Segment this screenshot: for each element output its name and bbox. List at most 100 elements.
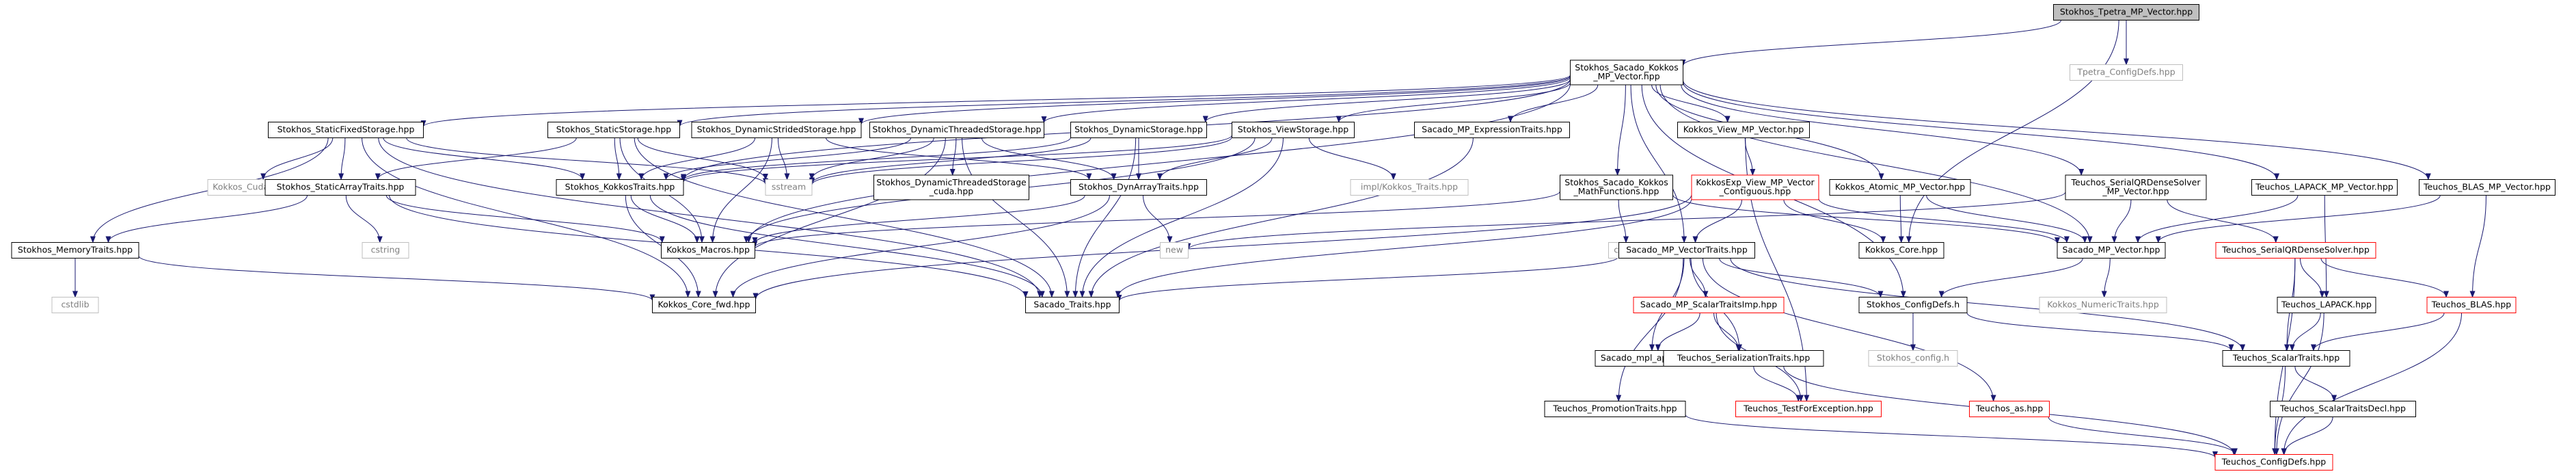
- node-mp-scalar-imp[interactable]: Sacado_MP_ScalarTraitsImp.hpp: [1633, 297, 1785, 313]
- edge-kokkosexp_view-to-kokkos_core: [1783, 199, 1886, 243]
- edge-static_fixed-to-static_array: [338, 137, 346, 181]
- node-box: [2215, 242, 2376, 259]
- edge-kokkosexp_view-to-mp_vector_traits: [1692, 199, 1742, 243]
- node-label: new: [1165, 245, 1183, 255]
- node-box: [1350, 179, 1469, 196]
- node-atomic-mpv[interactable]: Kokkos_Atomic_MP_Vector.hpp: [1829, 179, 1971, 196]
- node-box: [1868, 350, 1958, 367]
- edge-dyn_threaded-to-sacado_traits: [962, 137, 1070, 298]
- node-kokkos-core-fwd[interactable]: Kokkos_Core_fwd.hpp: [652, 297, 756, 313]
- node-blas-mpv[interactable]: Teuchos_BLAS_MP_Vector.hpp: [2419, 179, 2555, 196]
- edge-teuchos_scalar-to-teuchos_scalar_decl: [2294, 366, 2337, 402]
- node-static-array[interactable]: Stokhos_StaticArrayTraits.hpp: [265, 179, 416, 196]
- node-sacado-traits[interactable]: Sacado_Traits.hpp: [1025, 297, 1120, 313]
- node-kokkosexp-view[interactable]: KokkosExp_View_MP_Vector_Contiguous.hpp: [1691, 174, 1819, 200]
- edge-sacado_kokkos_mpv-to-kokkos_view_mpv: [1651, 84, 1731, 123]
- edge-kokkos_view_mpv-to-kokkosexp_view: [1744, 137, 1756, 176]
- node-label: Stokhos_Tpetra_MP_Vector.hpp: [2060, 7, 2193, 17]
- node-kokkos-traits[interactable]: Stokhos_KokkosTraits.hpp: [556, 179, 684, 196]
- node-box: [652, 297, 756, 313]
- node-kokkos-core[interactable]: Kokkos_Core.hpp: [1858, 242, 1944, 259]
- edge-teuchos_blas-to-teuchos_scalar: [2311, 313, 2445, 352]
- edge-sacado_kokkos_mpv-to-static_storage: [677, 75, 1571, 127]
- node-teuchos-promotion[interactable]: Teuchos_PromotionTraits.hpp: [1544, 401, 1686, 417]
- node-root[interactable]: Stokhos_Tpetra_MP_Vector.hpp: [2053, 4, 2199, 21]
- node-box: [1070, 179, 1207, 196]
- edge-dyn_array-to-new: [1143, 195, 1173, 243]
- node-stokhos-configdefs[interactable]: Stokhos_ConfigDefs.h: [1858, 297, 1968, 313]
- node-teuchos-as[interactable]: Teuchos_as.hpp: [1969, 401, 2050, 417]
- node-static-storage[interactable]: Stokhos_StaticStorage.hpp: [547, 122, 680, 138]
- edge-mp_expr-to-sacado_traits: [1088, 137, 1474, 298]
- node-box: [2039, 297, 2167, 313]
- node-label: Stokhos_ViewStorage.hpp: [1238, 124, 1348, 135]
- node-box: [1618, 242, 1755, 259]
- node-sacado-mpv[interactable]: Sacado_MP_Vector.hpp: [2057, 242, 2166, 259]
- node-box: [11, 242, 139, 259]
- node-label: Teuchos_ConfigDefs.hpp: [2221, 457, 2326, 467]
- node-math-functions[interactable]: Stokhos_Sacado_Kokkos_MathFunctions.hpp: [1560, 174, 1673, 200]
- node-label: _cuda.hpp: [929, 186, 973, 196]
- node-label: Teuchos_ScalarTraitsDecl.hpp: [2279, 404, 2406, 414]
- node-box: [1663, 350, 1824, 367]
- node-kokkos-view-mpv[interactable]: Kokkos_View_MP_Vector.hpp: [1677, 122, 1810, 138]
- edge-dyn_array-to-kokkos_macros: [752, 195, 1085, 244]
- edge-lapack_mpv-to-sacado_mpv: [2135, 195, 2299, 243]
- node-dyn-threaded[interactable]: Stokhos_DynamicThreadedStorage.hpp: [869, 122, 1044, 138]
- node-teuchos-serialization[interactable]: Teuchos_SerializationTraits.hpp: [1663, 350, 1824, 367]
- edge-math_functions-to-kokkos_macros: [752, 191, 1560, 248]
- node-sacado-kokkos-mpv[interactable]: Stokhos_Sacado_Kokkos_MP_Vector.hpp: [1570, 60, 1683, 85]
- node-lapack-mpv[interactable]: Teuchos_LAPACK_MP_Vector.hpp: [2251, 179, 2398, 196]
- node-box: [1544, 401, 1686, 417]
- edge-sacado_kokkos_mpv-to-view_storage: [1336, 82, 1571, 123]
- edge-mp_vector_traits-to-teuchos_promotion: [1616, 258, 1684, 402]
- node-box: [1829, 179, 1971, 196]
- node-box: [2053, 4, 2199, 21]
- node-teuchos-scalar[interactable]: Teuchos_ScalarTraits.hpp: [2222, 350, 2350, 367]
- node-label: Sacado_MP_VectorTraits.hpp: [1626, 245, 1748, 255]
- edge-sacado_kokkos_mpv-to-dyn_threaded: [1041, 77, 1571, 124]
- node-box: [661, 242, 755, 259]
- node-serial-qr-mpv[interactable]: Teuchos_SerialQRDenseSolver_MP_Vector.hp…: [2065, 174, 2207, 200]
- edge-static_storage-to-sacado_traits: [634, 137, 1055, 298]
- node-box: [1160, 242, 1189, 259]
- node-memory-traits[interactable]: Stokhos_MemoryTraits.hpp: [11, 242, 139, 259]
- node-label: Stokhos_DynamicStorage.hpp: [1074, 124, 1203, 135]
- node-label: Kokkos_NumericTraits.hpp: [2047, 300, 2159, 310]
- node-dyn-storage[interactable]: Stokhos_DynamicStorage.hpp: [1070, 122, 1207, 138]
- node-box: [1570, 60, 1683, 85]
- edge-kokkosexp_view-to-sacado_traits: [1115, 198, 1692, 298]
- edge-serial_qr_mpv-to-serial_qr: [2167, 199, 2279, 243]
- node-box: [2270, 401, 2416, 417]
- edge-serial_qr_mpv-to-sacado_mpv: [2111, 199, 2132, 243]
- node-teuchos-configdefs[interactable]: Teuchos_ConfigDefs.hpp: [2214, 454, 2333, 471]
- node-label: Kokkos_Core.hpp: [1865, 245, 1938, 255]
- node-box: [2214, 454, 2333, 471]
- node-test-for-exception[interactable]: Teuchos_TestForException.hpp: [1735, 401, 1882, 417]
- node-dyn-array[interactable]: Stokhos_DynArrayTraits.hpp: [1070, 179, 1207, 196]
- node-teuchos-blas[interactable]: Teuchos_BLAS.hpp: [2426, 297, 2517, 313]
- edge-teuchos_promotion-to-teuchos_configdefs: [1685, 414, 2218, 459]
- node-box: [2222, 350, 2350, 367]
- edge-sacado_kokkos_mpv-to-kokkos_macros: [746, 83, 1571, 243]
- edge-serial_qr-to-teuchos_lapack: [2299, 258, 2325, 298]
- node-view-storage[interactable]: Stokhos_ViewStorage.hpp: [1232, 122, 1355, 138]
- node-teuchos-scalar-decl[interactable]: Teuchos_ScalarTraitsDecl.hpp: [2270, 401, 2416, 417]
- node-label: Stokhos_DynamicThreadedStorage.hpp: [872, 124, 1041, 135]
- node-label: Stokhos_config.h: [1877, 353, 1949, 363]
- node-box: [869, 122, 1044, 138]
- edge-mp_vector_traits-to-mp_scalar_imp: [1690, 258, 1709, 298]
- node-kokkos-macros[interactable]: Kokkos_Macros.hpp: [661, 242, 755, 259]
- node-serial-qr[interactable]: Teuchos_SerialQRDenseSolver.hpp: [2215, 242, 2376, 259]
- node-mp-vector-traits[interactable]: Sacado_MP_VectorTraits.hpp: [1618, 242, 1755, 259]
- node-static-fixed[interactable]: Stokhos_StaticFixedStorage.hpp: [268, 122, 424, 138]
- node-label: KokkosExp_View_MP_Vector: [1696, 177, 1815, 187]
- node-impl-kokkos-traits: impl/Kokkos_Traits.hpp: [1350, 179, 1469, 196]
- node-mp-expr[interactable]: Sacado_MP_ExpressionTraits.hpp: [1414, 122, 1570, 138]
- node-teuchos-lapack[interactable]: Teuchos_LAPACK.hpp: [2277, 297, 2376, 313]
- node-box: [1677, 122, 1810, 138]
- node-dyn-threaded-cuda[interactable]: Stokhos_DynamicThreadedStorage_cuda.hpp: [873, 174, 1029, 200]
- edge-kokkos_traits-to-kokkos_macros: [630, 195, 700, 243]
- node-dyn-strided[interactable]: Stokhos_DynamicStridedStorage.hpp: [691, 122, 862, 138]
- edge-sacado_mpv-to-kokkos_numeric: [2101, 258, 2111, 298]
